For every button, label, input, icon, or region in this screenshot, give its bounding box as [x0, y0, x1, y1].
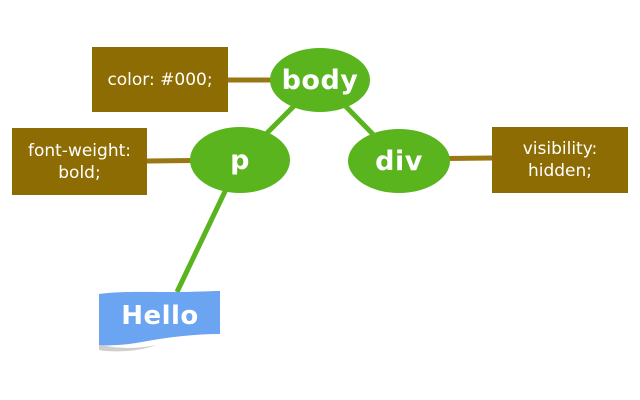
css-rule-color-box: color: #000;: [92, 47, 228, 112]
node-div: div: [348, 129, 450, 193]
css-rule-font-weight-box: font-weight: bold;: [12, 128, 147, 195]
text-node-label: Hello: [121, 301, 199, 331]
text-node-shape: [99, 291, 220, 346]
css-rule-visibility-box: visibility: hidden;: [492, 127, 628, 193]
wave-shadow: [99, 344, 156, 352]
node-p: p: [190, 127, 290, 193]
node-body: body: [270, 48, 370, 112]
